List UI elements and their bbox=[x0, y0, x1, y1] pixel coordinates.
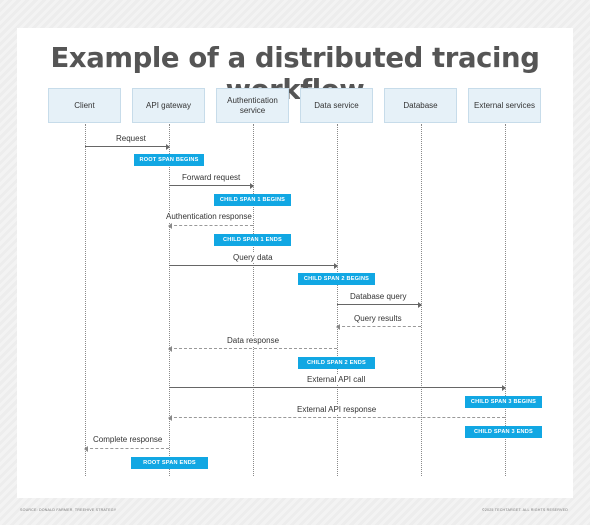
message-label-forward-request: Forward request bbox=[182, 173, 241, 183]
message-label-complete-response: Complete response bbox=[93, 435, 163, 445]
message-label-authentication-response: Authentication response bbox=[166, 212, 252, 222]
message-arrow-authentication-response bbox=[168, 222, 253, 229]
lifeline-authentication-service bbox=[253, 124, 254, 476]
copyright-notice: ©2025 TECHTARGET. ALL RIGHTS RESERVED bbox=[481, 508, 568, 512]
lifeline-client bbox=[85, 124, 86, 476]
message-arrow-database-query bbox=[337, 301, 422, 308]
span-marker-child1-begins: CHILD SPAN 1 BEGINS bbox=[214, 194, 291, 206]
message-arrow-data-response bbox=[168, 345, 337, 352]
message-arrow-forward-request bbox=[169, 182, 254, 189]
message-arrow-query-data bbox=[169, 262, 338, 269]
span-marker-child2-ends: CHILD SPAN 2 ENDS bbox=[298, 357, 375, 369]
span-marker-root-begins: ROOT SPAN BEGINS bbox=[134, 154, 204, 166]
span-marker-root-ends: ROOT SPAN ENDS bbox=[131, 457, 208, 469]
participant-external-services: External services bbox=[468, 88, 541, 123]
message-arrow-request bbox=[85, 143, 170, 150]
message-label-data-response: Data response bbox=[227, 336, 280, 346]
message-label-query-data: Query data bbox=[233, 253, 273, 263]
span-marker-child3-ends: CHILD SPAN 3 ENDS bbox=[465, 426, 542, 438]
message-arrow-query-results bbox=[336, 323, 421, 330]
span-marker-child1-ends: CHILD SPAN 1 ENDS bbox=[214, 234, 291, 246]
lifeline-api-gateway bbox=[169, 124, 170, 476]
lifeline-database bbox=[421, 124, 422, 476]
participant-client: Client bbox=[48, 88, 121, 123]
participant-database: Database bbox=[384, 88, 457, 123]
message-arrow-external-api-response bbox=[168, 414, 505, 421]
span-marker-child2-begins: CHILD SPAN 2 BEGINS bbox=[298, 273, 375, 285]
span-marker-child3-begins: CHILD SPAN 3 BEGINS bbox=[465, 396, 542, 408]
message-label-external-api-call: External API call bbox=[307, 375, 366, 385]
participant-authentication-service: Authentication service bbox=[216, 88, 289, 123]
message-label-request: Request bbox=[116, 134, 146, 144]
message-label-query-results: Query results bbox=[354, 314, 402, 324]
message-arrow-external-api-call bbox=[169, 384, 506, 391]
participant-data-service: Data service bbox=[300, 88, 373, 123]
lifeline-data-service bbox=[337, 124, 338, 476]
message-label-database-query: Database query bbox=[350, 292, 407, 302]
participant-api-gateway: API gateway bbox=[132, 88, 205, 123]
lifeline-external-services bbox=[505, 124, 506, 476]
message-arrow-complete-response bbox=[84, 445, 169, 452]
message-label-external-api-response: External API response bbox=[297, 405, 377, 415]
source-credit: SOURCE: DONALD FARMER, TREEHIVE STRATEGY bbox=[20, 508, 117, 512]
